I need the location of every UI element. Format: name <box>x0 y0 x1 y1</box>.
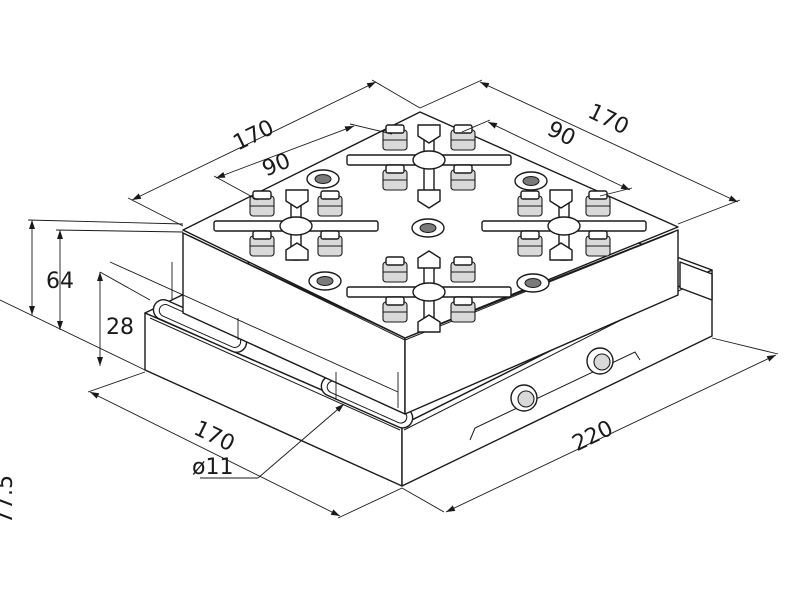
clamp-jaw <box>450 124 476 151</box>
dim-top-width-left: 170 <box>229 115 278 156</box>
clamp-jaw <box>585 230 611 257</box>
clamp-jaw <box>317 230 343 257</box>
clamp-jaw <box>249 190 275 217</box>
dim-height-base: 28 <box>106 315 134 340</box>
locking-knob-2 <box>586 347 614 375</box>
clamp-cluster-south <box>346 256 512 327</box>
dimension-labels: 170 170 90 90 77.5 64 28 170 ø11 220 <box>0 99 633 524</box>
clamp-jaw <box>317 190 343 217</box>
locking-knob-1 <box>510 384 538 412</box>
clamp-jaw <box>382 256 408 283</box>
bolt-hole-center <box>411 218 445 238</box>
bolt-hole-se <box>516 273 550 293</box>
clamp-jaw <box>382 296 408 323</box>
clamp-jaw <box>450 256 476 283</box>
bolt-hole-nw <box>306 169 340 189</box>
dimension-lines <box>0 79 779 519</box>
bolt-hole-sw <box>308 271 342 291</box>
dim-slot-diameter: ø11 <box>192 455 233 480</box>
clamp-jaw <box>450 164 476 191</box>
clamp-jaw <box>382 164 408 191</box>
clamp-jaw <box>249 230 275 257</box>
dim-height-top: 64 <box>46 269 74 294</box>
clamp-jaw <box>450 296 476 323</box>
dim-pitch-right: 90 <box>543 117 579 152</box>
dim-base-length: 170 <box>190 416 239 457</box>
clamp-jaw <box>517 190 543 217</box>
dim-height-total: 77.5 <box>0 475 18 524</box>
clamp-jaw <box>382 124 408 151</box>
dim-base-width: 220 <box>568 416 617 457</box>
clamp-jaw <box>517 230 543 257</box>
base-step <box>679 261 713 301</box>
bolt-hole-ne <box>514 171 548 191</box>
clamp-cluster-west <box>213 190 379 261</box>
mounting-slot-right <box>320 375 414 429</box>
